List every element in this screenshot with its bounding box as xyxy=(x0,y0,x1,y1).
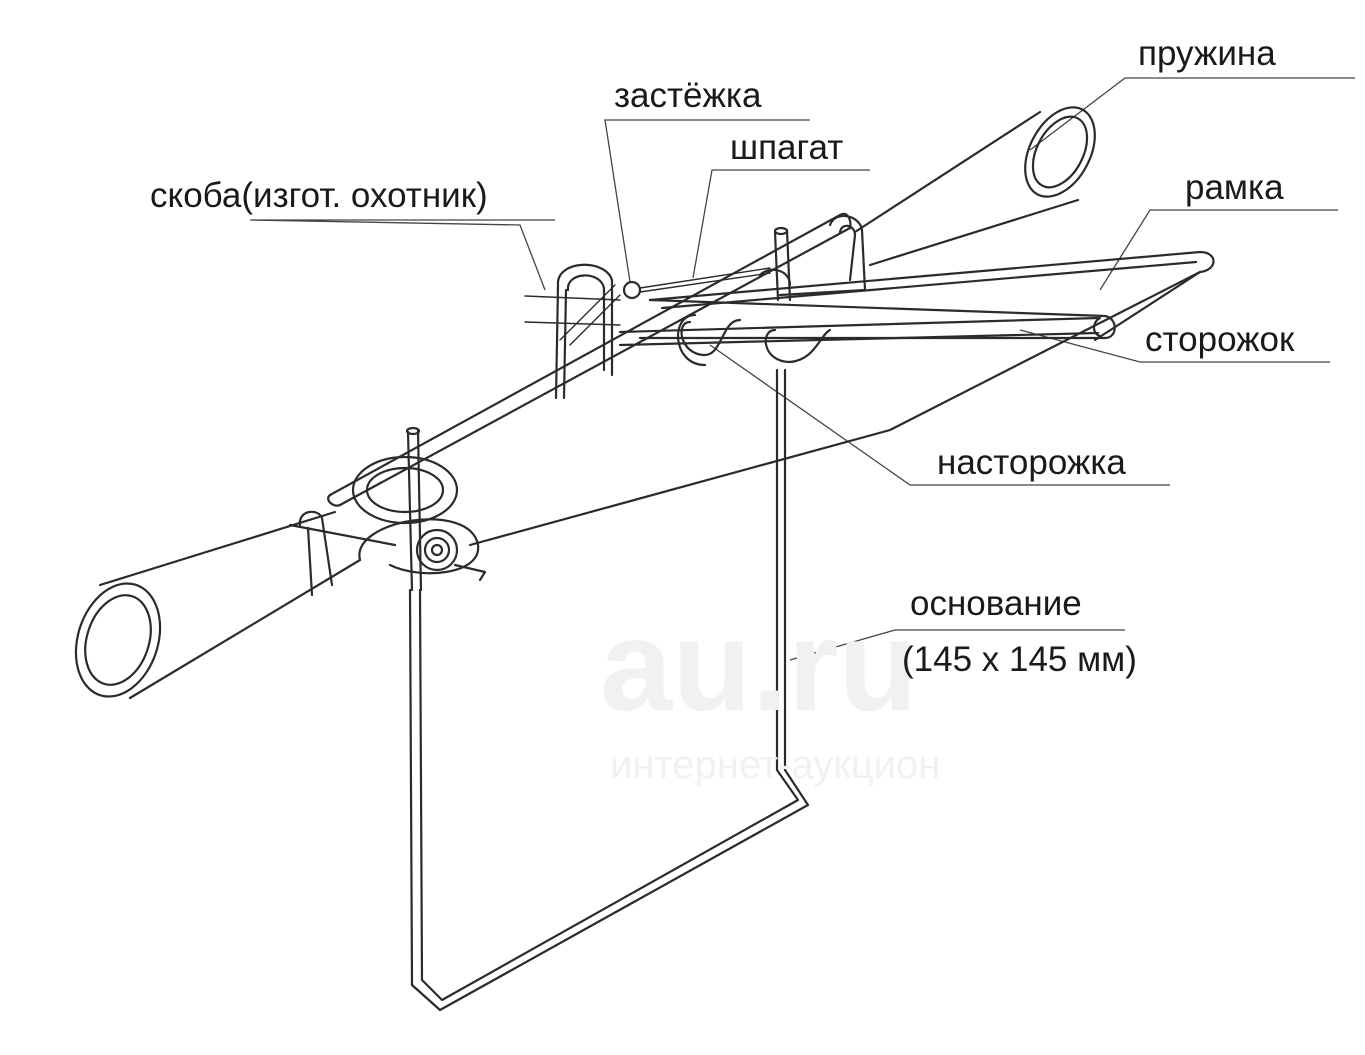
label-spring: пружина xyxy=(1138,34,1276,73)
watermark-caption: интернет-аукцион xyxy=(610,743,941,787)
leader-bracket xyxy=(249,219,555,291)
right-post xyxy=(758,214,867,302)
label-guard: сторожок xyxy=(1145,320,1295,359)
leader-guard xyxy=(1019,329,1330,363)
label-base: основание xyxy=(910,584,1082,623)
label-trigger: насторожка xyxy=(937,443,1126,482)
coil-assembly xyxy=(351,426,487,592)
near-spring-tube xyxy=(74,510,397,700)
bracket-assembly xyxy=(524,263,642,400)
label-clasp: застёжка xyxy=(614,76,762,115)
label-frame: рамка xyxy=(1185,168,1284,207)
base-wire xyxy=(408,368,810,1012)
label-base-size: (145 х 145 мм) xyxy=(902,640,1137,679)
guard-bar xyxy=(638,298,1116,340)
leader-frame xyxy=(1099,209,1338,291)
leader-base xyxy=(789,629,1125,661)
leader-clasp xyxy=(604,119,810,283)
leader-lines xyxy=(249,77,1355,661)
trigger-hooks xyxy=(676,313,832,367)
label-twine: шпагат xyxy=(730,128,844,167)
twine xyxy=(639,267,771,293)
label-bracket: скоба(изгот. охотник) xyxy=(150,176,488,215)
watermark-logo: au.ru xyxy=(600,592,918,738)
leader-twine xyxy=(692,169,870,279)
far-spring-tube xyxy=(853,106,1096,267)
frame-wire xyxy=(468,250,1215,547)
leader-spring xyxy=(1029,77,1355,151)
